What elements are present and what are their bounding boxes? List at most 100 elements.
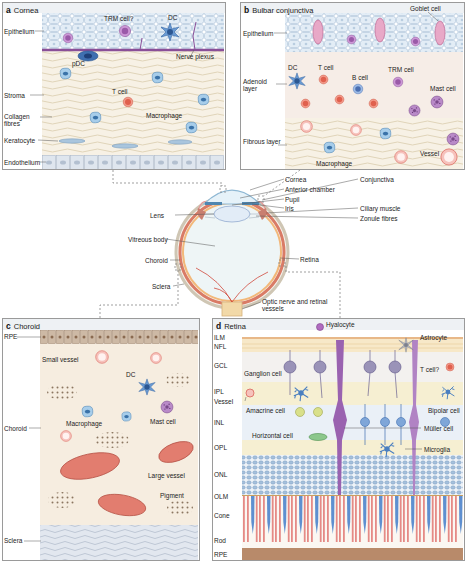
conjunctiva-illustration bbox=[285, 118, 463, 170]
part-label: Lens bbox=[150, 212, 164, 219]
cornea-illustration bbox=[168, 140, 192, 144]
retina-illustration bbox=[397, 418, 406, 427]
cornea-illustration bbox=[42, 50, 224, 155]
eye-globe bbox=[205, 202, 222, 205]
retina-illustration bbox=[242, 455, 463, 495]
conjunctiva-illustration bbox=[324, 142, 335, 153]
retina-illustration bbox=[361, 418, 370, 427]
cornea-illustration bbox=[42, 13, 224, 50]
cornea-illustration bbox=[42, 49, 224, 51]
panel-title: Choroid bbox=[14, 322, 40, 331]
part-label: pDC bbox=[72, 60, 85, 67]
conjunctiva-illustration bbox=[447, 133, 459, 145]
part-label: Pupil bbox=[285, 196, 299, 203]
part-label: Collagen fibres bbox=[4, 113, 40, 127]
part-label: Iris bbox=[285, 205, 294, 212]
choroid-illustration bbox=[40, 344, 198, 525]
part-label: Astrocyte bbox=[420, 334, 447, 341]
part-label: Macrophage bbox=[146, 112, 182, 119]
panel-box: dRetina bbox=[212, 318, 465, 561]
choroid-illustration bbox=[40, 330, 198, 344]
conjunctiva-illustration bbox=[285, 118, 463, 170]
conjunctiva-illustration bbox=[285, 13, 463, 52]
part-label: Mast cell bbox=[430, 85, 456, 92]
part-label: Cornea bbox=[285, 176, 306, 183]
cornea-illustration bbox=[30, 31, 194, 162]
choroid-illustration bbox=[96, 351, 109, 364]
part-label: Vessel bbox=[420, 150, 439, 157]
part-label: NFL bbox=[214, 343, 226, 350]
retina-illustration bbox=[242, 440, 463, 455]
choroid-illustration bbox=[48, 492, 76, 508]
choroid-illustration bbox=[122, 412, 131, 421]
part-label: Fibrous layer bbox=[243, 138, 281, 145]
part-label: B cell bbox=[352, 74, 368, 81]
cornea-illustration bbox=[119, 25, 130, 36]
part-label: TRM cell? bbox=[104, 15, 133, 22]
cornea-illustration bbox=[198, 94, 209, 105]
retina-illustration bbox=[242, 382, 463, 405]
part-label: Keratocyte bbox=[4, 137, 35, 144]
choroid-illustration bbox=[167, 500, 193, 516]
part-label: Epithelium bbox=[243, 30, 273, 37]
part-label: RPE bbox=[4, 333, 17, 340]
choroid-illustration bbox=[95, 432, 129, 448]
part-label: Vessel bbox=[214, 398, 233, 405]
retina-illustration bbox=[309, 434, 327, 441]
part-label: T cell bbox=[318, 64, 333, 71]
part-label: Stroma bbox=[4, 92, 25, 99]
part-label: Ganglion cell bbox=[244, 370, 282, 377]
choroid-illustration bbox=[139, 379, 155, 395]
choroid-illustration bbox=[61, 431, 72, 442]
cornea-illustration bbox=[2, 2, 226, 170]
part-label: Bipolar cell bbox=[428, 407, 460, 414]
choroid-illustration bbox=[82, 406, 93, 417]
retina-illustration bbox=[409, 340, 419, 495]
retina-illustration bbox=[242, 352, 463, 382]
retina-illustration bbox=[213, 319, 464, 560]
cornea-illustration bbox=[59, 139, 85, 143]
panel-letter: c bbox=[6, 321, 11, 331]
retina-illustration bbox=[442, 386, 455, 399]
part-label: Macrophage bbox=[316, 160, 352, 167]
part-label: Anterior chamber bbox=[285, 186, 335, 193]
choroid-illustration bbox=[40, 525, 198, 560]
part-label: Goblet cell bbox=[410, 5, 441, 12]
eye-globe bbox=[205, 214, 259, 218]
retina-illustration bbox=[399, 338, 413, 352]
conjunctiva-illustration bbox=[301, 99, 310, 108]
part-label: Zonule fibres bbox=[360, 215, 398, 222]
conjunctiva-illustration bbox=[241, 2, 464, 170]
cornea-illustration bbox=[84, 54, 92, 59]
retina-illustration bbox=[213, 319, 464, 330]
conjunctiva-illustration bbox=[347, 35, 356, 44]
retina-illustration bbox=[364, 361, 376, 373]
cornea-illustration bbox=[152, 72, 163, 83]
retina-illustration bbox=[446, 363, 454, 371]
part-label: Large vessel bbox=[148, 472, 185, 479]
part-label: Cone bbox=[214, 512, 230, 519]
conjunctiva-illustration bbox=[274, 12, 438, 145]
panel-title: Retina bbox=[224, 322, 246, 331]
eye-globe bbox=[183, 203, 281, 301]
retina-illustration bbox=[290, 350, 397, 398]
choroid-illustration bbox=[17, 337, 41, 541]
conjunctiva-illustration bbox=[395, 151, 408, 164]
cornea-illustration bbox=[186, 122, 197, 133]
part-label: ILM bbox=[214, 334, 225, 341]
zoom-connector bbox=[100, 170, 340, 318]
part-label: Endothelium bbox=[4, 159, 40, 166]
part-label: Adenoid layer bbox=[243, 78, 281, 92]
panel-heading: dRetina bbox=[216, 319, 246, 332]
part-label: Rod bbox=[214, 537, 226, 544]
choroid-illustration bbox=[151, 353, 162, 364]
part-label: RPE bbox=[214, 551, 227, 558]
part-label: T cell bbox=[112, 88, 127, 95]
part-label: OLM bbox=[214, 493, 228, 500]
conjunctiva-illustration bbox=[301, 121, 313, 133]
part-label: Small vessel bbox=[42, 356, 78, 363]
retina-illustration bbox=[245, 397, 422, 449]
retina-illustration bbox=[296, 408, 305, 417]
conjunctiva-illustration bbox=[285, 52, 463, 118]
cornea-illustration bbox=[123, 97, 133, 107]
